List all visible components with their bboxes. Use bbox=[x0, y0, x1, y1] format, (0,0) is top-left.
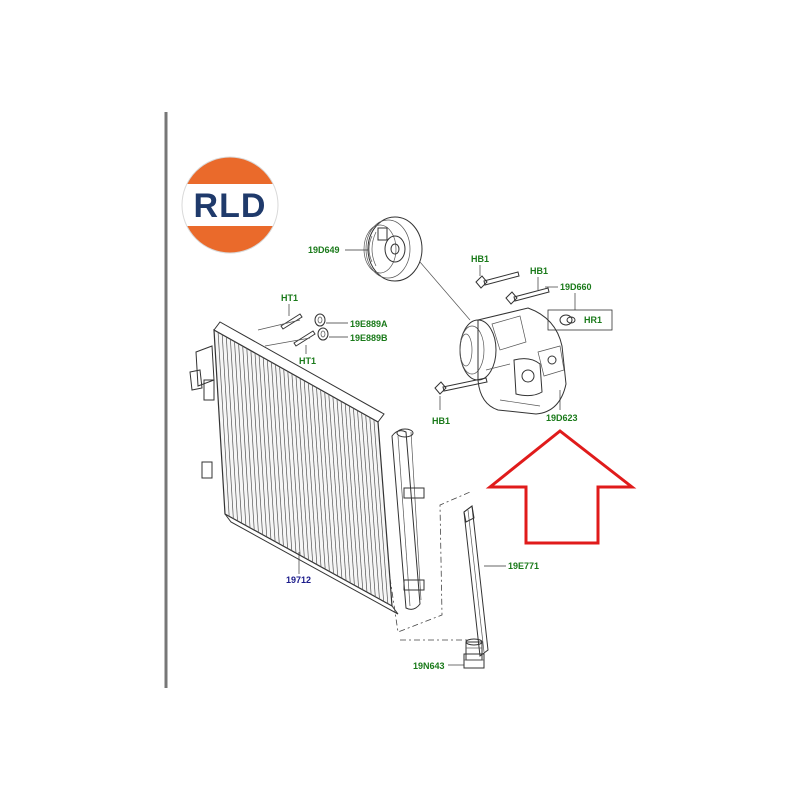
condenser-fin bbox=[353, 408, 368, 593]
o-ring-19e889a bbox=[314, 313, 326, 327]
condenser-fin bbox=[217, 332, 230, 517]
condenser-fin bbox=[287, 371, 301, 556]
label-hb1-top: HB1 bbox=[471, 254, 489, 264]
condenser-fin bbox=[373, 419, 389, 604]
rld-logo: RLD bbox=[181, 156, 279, 254]
condenser-fin bbox=[324, 392, 339, 577]
condenser-fin bbox=[316, 387, 330, 572]
condenser-fin bbox=[254, 352, 268, 538]
seal-ring-hr1 bbox=[559, 314, 576, 326]
condenser-fin bbox=[357, 410, 372, 595]
condenser-fin bbox=[312, 385, 326, 570]
condenser-fin bbox=[307, 382, 322, 567]
condenser-fin bbox=[283, 369, 297, 554]
condenser-fin bbox=[230, 339, 243, 524]
hr1-box bbox=[547, 309, 613, 331]
condenser-fin bbox=[279, 366, 293, 551]
condenser-fin bbox=[221, 334, 234, 519]
label-19d623: 19D623 bbox=[546, 413, 578, 423]
condenser-fin bbox=[328, 394, 343, 579]
condenser-fin bbox=[262, 357, 276, 542]
condenser-fin bbox=[275, 364, 288, 549]
label-19n643: 19N643 bbox=[413, 661, 445, 671]
condenser-fin bbox=[369, 417, 384, 602]
condenser-fin bbox=[246, 348, 259, 533]
bolt-hb1-bottom bbox=[434, 377, 488, 395]
label-19e771: 19E771 bbox=[508, 561, 539, 571]
condenser-part bbox=[189, 321, 425, 615]
label-19d660: 19D660 bbox=[560, 282, 592, 292]
condenser-fin bbox=[320, 389, 334, 574]
condenser-fin bbox=[348, 405, 364, 590]
condenser-fin bbox=[266, 359, 280, 544]
logo-text: RLD bbox=[194, 187, 267, 225]
condenser-fin bbox=[332, 396, 347, 581]
drier-19n643 bbox=[463, 638, 485, 669]
logo-band bbox=[182, 184, 278, 226]
label-hr1: HR1 bbox=[584, 315, 602, 325]
condenser-fin bbox=[234, 341, 247, 526]
bolt-hb1-mid bbox=[505, 287, 550, 305]
stud-ht1-lower bbox=[293, 330, 316, 347]
label-ht1-top: HT1 bbox=[281, 293, 298, 303]
label-19d649: 19D649 bbox=[308, 245, 340, 255]
bolt-hb1-top bbox=[475, 271, 520, 289]
label-hb1-mid: HB1 bbox=[530, 266, 548, 276]
o-ring-19e889b bbox=[317, 327, 329, 341]
label-19e889a: 19E889A bbox=[350, 319, 388, 329]
pulley-part bbox=[363, 216, 423, 282]
highlight-arrow bbox=[485, 429, 637, 545]
condenser-fin bbox=[238, 343, 251, 528]
label-hb1-bottom: HB1 bbox=[432, 416, 450, 426]
condenser-fin bbox=[242, 346, 255, 531]
condenser-fin bbox=[299, 378, 314, 563]
condenser-fin bbox=[291, 373, 305, 558]
label-ht1-bottom: HT1 bbox=[299, 356, 316, 366]
stud-ht1-upper bbox=[280, 313, 303, 330]
condenser-fin bbox=[365, 415, 380, 600]
seal-strip-19e771 bbox=[463, 505, 489, 657]
condenser-fin bbox=[258, 355, 272, 540]
condenser-fin bbox=[250, 350, 263, 535]
condenser-fin bbox=[340, 401, 355, 586]
label-19e889b: 19E889B bbox=[350, 333, 388, 343]
condenser-fin bbox=[361, 412, 376, 597]
condenser-fin bbox=[225, 336, 238, 521]
condenser-fin bbox=[336, 398, 351, 584]
compressor-part bbox=[459, 307, 567, 415]
label-19712: 19712 bbox=[286, 575, 311, 585]
condenser-fin bbox=[303, 380, 318, 565]
condenser-fin bbox=[344, 403, 359, 588]
condenser-fin bbox=[271, 362, 284, 547]
condenser-fin bbox=[295, 375, 309, 561]
